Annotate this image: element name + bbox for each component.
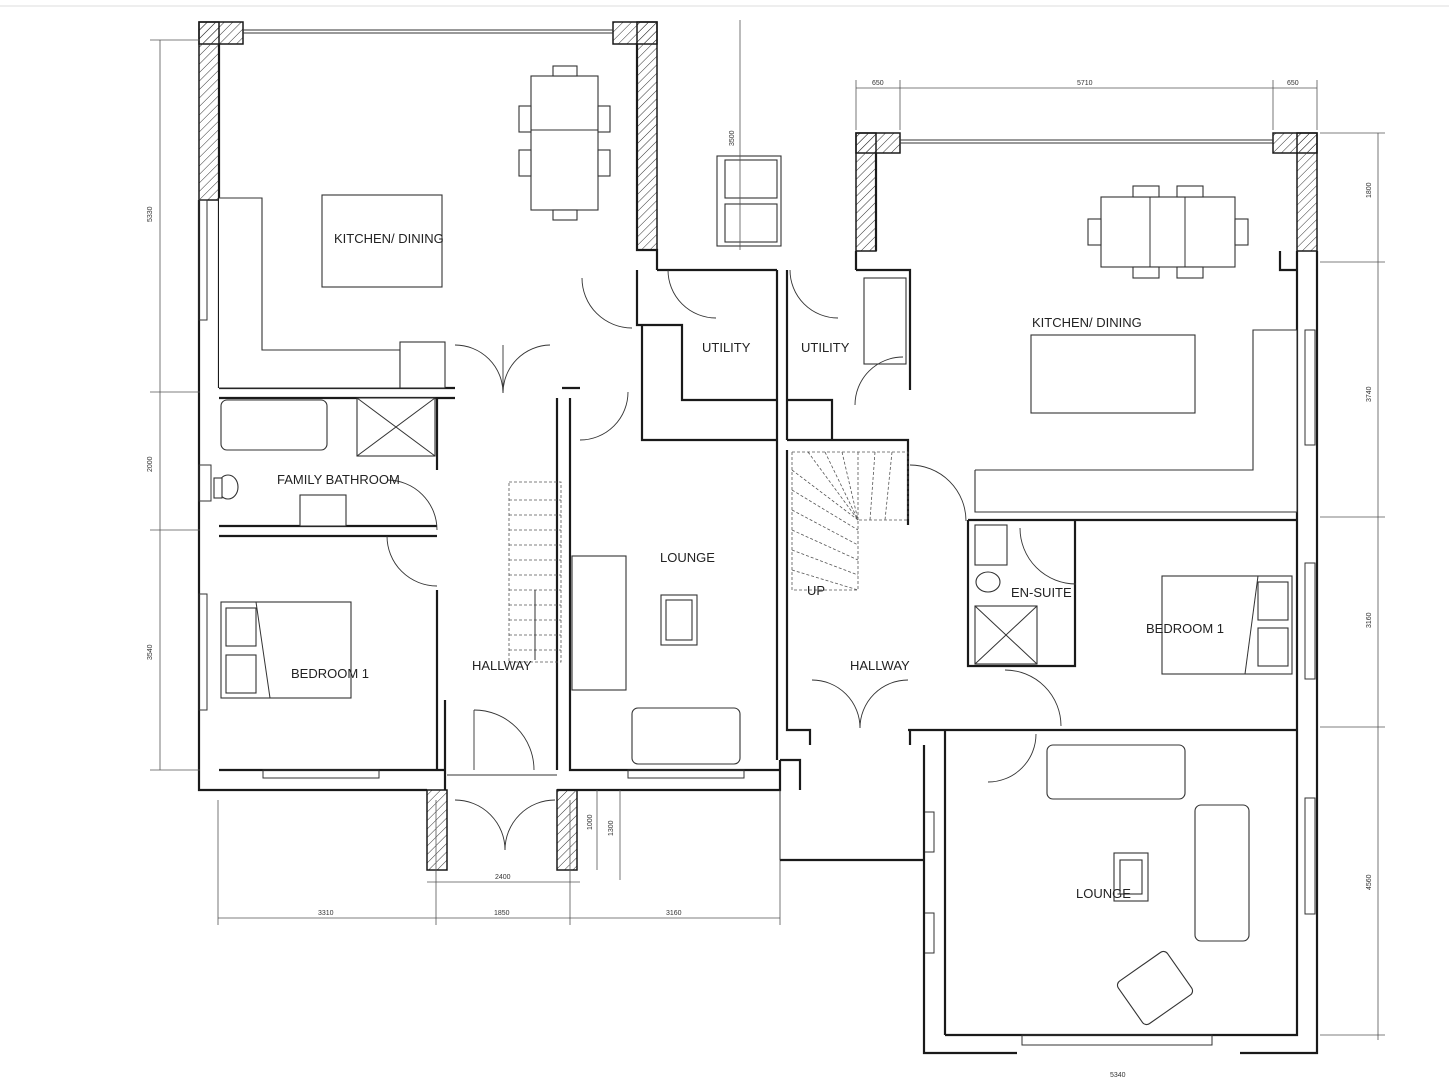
dim-utility-depth: 3500	[729, 130, 736, 146]
stairs-right	[791, 451, 909, 591]
label-ensuite: EN-SUITE	[1011, 585, 1072, 600]
dim-left-side-1: 5330	[147, 206, 154, 222]
label-right-hallway: HALLWAY	[850, 658, 910, 673]
dim-right-bottom: 5340	[1110, 1072, 1126, 1079]
label-left-kitchen: KITCHEN/ DINING	[334, 231, 444, 246]
wall-hatch	[855, 132, 877, 252]
dim-bottom-2: 1850	[494, 910, 510, 917]
dim-porch-width: 2400	[495, 874, 511, 881]
dim-right-side-2: 3740	[1366, 386, 1373, 402]
label-right-lounge: LOUNGE	[1076, 886, 1131, 901]
label-right-utility: UTILITY	[801, 340, 850, 355]
dim-left-side-2: 2000	[147, 456, 154, 472]
porch-wall	[556, 789, 578, 871]
dim-right-top-2: 5710	[1077, 80, 1093, 87]
label-stairs-up: UP	[807, 583, 825, 598]
dim-left-side-3: 3540	[147, 644, 154, 660]
dim-right-top-1: 650	[872, 80, 884, 87]
wall-hatch	[1296, 132, 1318, 252]
dim-porch-depth-1: 1000	[587, 814, 594, 830]
label-left-lounge: LOUNGE	[660, 550, 715, 565]
dim-right-side-3: 3160	[1366, 612, 1373, 628]
wall-hatch	[636, 21, 658, 251]
dim-porch-depth-2: 1300	[608, 820, 615, 836]
label-family-bathroom: FAMILY BATHROOM	[277, 472, 400, 487]
label-right-bedroom: BEDROOM 1	[1146, 621, 1224, 636]
label-left-utility: UTILITY	[702, 340, 751, 355]
label-right-kitchen: KITCHEN/ DINING	[1032, 315, 1142, 330]
dim-right-top-3: 650	[1287, 80, 1299, 87]
label-left-bedroom: BEDROOM 1	[291, 666, 369, 681]
label-left-hallway: HALLWAY	[472, 658, 532, 673]
stairs-left	[508, 481, 562, 663]
wall-hatch	[198, 21, 220, 201]
dim-right-side-1: 1800	[1366, 182, 1373, 198]
right-unit	[779, 80, 1385, 1055]
left-unit	[150, 20, 834, 925]
porch-wall	[426, 789, 448, 871]
dim-right-side-4: 4560	[1366, 874, 1373, 890]
dim-bottom-1: 3310	[318, 910, 334, 917]
dim-bottom-3: 3160	[666, 910, 682, 917]
